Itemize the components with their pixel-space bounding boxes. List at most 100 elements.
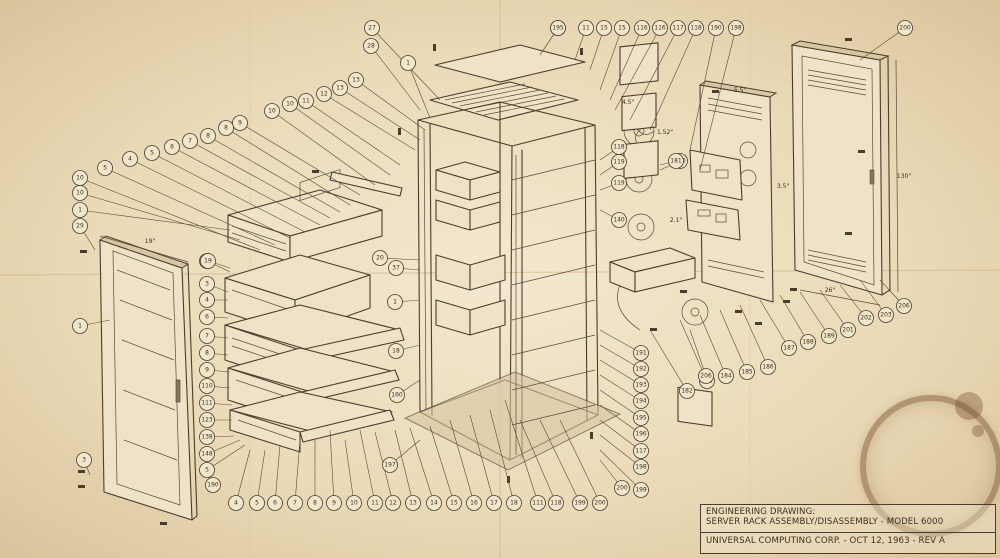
callout-bubble-199: 199 [633, 482, 649, 498]
callout-bubble-7: 7 [287, 495, 303, 511]
leader-line [239, 122, 361, 196]
callout-bubble-202: 202 [858, 310, 874, 326]
leader-line [79, 209, 231, 231]
callout-number: 15 [450, 500, 458, 507]
leader-line [599, 419, 642, 452]
leader-line [719, 309, 748, 373]
callout-number: 118 [690, 25, 702, 32]
leader-line [394, 429, 414, 504]
rear-height-label: 3.5" [777, 183, 790, 190]
callout-number: 6 [170, 144, 174, 151]
callout-number: 10 [76, 175, 84, 182]
callout-bubble-18: 18 [388, 343, 404, 359]
callout-number: 18 [510, 500, 518, 507]
callout-circle [199, 378, 215, 394]
leader-line [599, 359, 642, 386]
callout-circle [249, 495, 265, 511]
callout-number: 1 [78, 323, 82, 330]
callout-circle [611, 175, 627, 191]
callout-number: 160 [391, 392, 403, 399]
callout-bubble-117: 117 [670, 20, 686, 36]
callout-bubble-1: 1 [400, 55, 416, 71]
callout-number: 206 [898, 303, 910, 310]
callout-number: 10 [76, 190, 84, 197]
leader-line [649, 27, 697, 131]
callout-number: 10 [286, 101, 294, 108]
callout-number: 9 [238, 120, 242, 127]
callout-bubble-195: 195 [550, 20, 566, 36]
callout-bubble-5: 5 [97, 160, 113, 176]
callout-circle [72, 185, 88, 201]
callout-circle [633, 459, 649, 475]
callout-circle [287, 495, 303, 511]
callout-number: 191 [635, 350, 647, 357]
callout-circle [596, 20, 612, 36]
callout-circle [388, 343, 404, 359]
callout-circle [592, 495, 608, 511]
leader-line [344, 439, 355, 504]
callout-bubble-12: 12 [316, 86, 332, 102]
callout-circle [332, 80, 348, 96]
callout-circle [633, 377, 649, 393]
callout-number: 198 [730, 25, 742, 32]
leader-line [104, 167, 276, 246]
callout-circle [364, 20, 380, 36]
callout-bubble-189: 189 [821, 328, 837, 344]
callout-circle [614, 480, 630, 496]
callout-bubble-194: 194 [633, 393, 649, 409]
callout-bubble-8: 8 [199, 345, 215, 361]
callout-circle [400, 55, 416, 71]
callout-circle [76, 452, 92, 468]
title-block: ENGINEERING DRAWING: SERVER RACK ASSEMBL… [700, 504, 996, 554]
callout-number: 8 [313, 500, 317, 507]
callout-circle [372, 250, 388, 266]
callout-bubble-1: 1 [72, 318, 88, 334]
callout-circle [633, 393, 649, 409]
callout-number: 6 [273, 500, 277, 507]
callout-number: 8 [206, 133, 210, 140]
callout-number: 138 [201, 434, 213, 441]
callout-number: 5 [103, 165, 107, 172]
top-lid [434, 44, 586, 83]
callout-circle [282, 96, 298, 112]
callout-circle [307, 495, 323, 511]
callout-number: 7 [188, 138, 192, 145]
leader-line [559, 419, 601, 504]
callout-number: 148 [201, 451, 213, 458]
callout-number: 123 [201, 417, 213, 424]
callout-number: 195 [552, 25, 564, 32]
callout-circle [200, 128, 216, 144]
leader-line [289, 103, 391, 176]
callout-bubble-10: 10 [282, 96, 298, 112]
callout-number: 185 [741, 369, 753, 376]
rail-bracket [329, 171, 403, 197]
callout-circle [633, 410, 649, 426]
callout-bubble-110: 110 [199, 378, 215, 394]
callout-bubble-181: 181 [668, 153, 684, 169]
callout-number: 182 [681, 388, 693, 395]
callout-bubble-206: 206 [896, 298, 912, 314]
leader-line [409, 427, 435, 504]
callout-circle [896, 298, 912, 314]
bracket-b-label: 2.1" [670, 217, 683, 224]
callout-number: 16 [470, 500, 478, 507]
callout-circle [670, 20, 686, 36]
callout-circle [530, 495, 546, 511]
callout-circle [614, 20, 630, 36]
callout-bubble-4: 4 [199, 292, 215, 308]
power-supply [609, 247, 696, 331]
callout-circle [387, 294, 403, 310]
callout-bubble-3: 3 [76, 452, 92, 468]
leader-line [599, 389, 642, 419]
callout-number: 186 [762, 364, 774, 371]
callout-circle [388, 260, 404, 276]
callout-bubble-119: 119 [611, 175, 627, 191]
leader-line [370, 45, 421, 111]
leader-line [614, 27, 661, 111]
callout-number: 11 [582, 25, 590, 32]
callout-bubble-8: 8 [200, 128, 216, 144]
callout-number: 1 [406, 60, 410, 67]
callout-number: 184 [720, 373, 732, 380]
callout-circle [426, 495, 442, 511]
callout-bubble-184: 184 [718, 368, 734, 384]
